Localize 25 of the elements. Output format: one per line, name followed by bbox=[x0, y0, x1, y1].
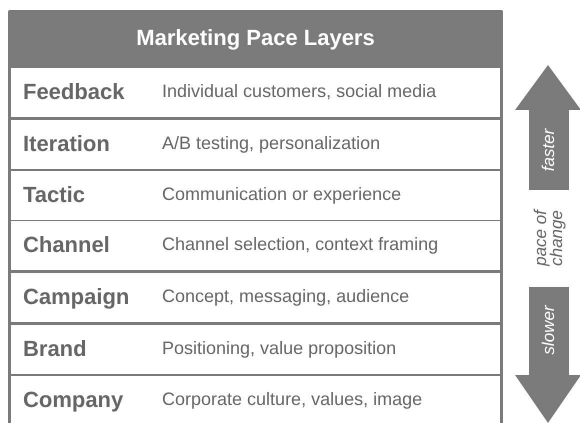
layer-description: A/B testing, personalization bbox=[162, 133, 380, 154]
table-title: Marketing Pace Layers bbox=[135, 24, 376, 52]
layer-row bbox=[11, 120, 500, 169]
layer-name: Campaign bbox=[23, 284, 130, 310]
layer-name: Feedback bbox=[23, 79, 124, 105]
layer-name: Company bbox=[23, 387, 124, 413]
layer-row bbox=[11, 221, 500, 270]
layer-description: Positioning, value proposition bbox=[162, 338, 396, 359]
direction-label: faster bbox=[539, 127, 559, 174]
direction-label: slower bbox=[539, 304, 559, 357]
layer-description: Individual customers, social media bbox=[162, 81, 436, 102]
layer-description: Channel selection, context framing bbox=[162, 234, 438, 255]
layer-name: Brand bbox=[23, 336, 87, 362]
layer-description: Concept, messaging, audience bbox=[162, 286, 410, 307]
layer-description: Communication or experience bbox=[162, 184, 402, 205]
layer-name: Channel bbox=[23, 232, 110, 258]
axis-label: pace of change bbox=[533, 208, 565, 268]
layer-name: Tactic bbox=[23, 182, 85, 208]
layer-row bbox=[11, 325, 500, 374]
layer-row bbox=[11, 273, 500, 322]
layer-name: Iteration bbox=[23, 131, 110, 157]
layer-row bbox=[11, 68, 500, 117]
layer-row bbox=[11, 171, 500, 220]
layer-row bbox=[11, 376, 500, 423]
layer-description: Corporate culture, values, image bbox=[162, 389, 422, 410]
